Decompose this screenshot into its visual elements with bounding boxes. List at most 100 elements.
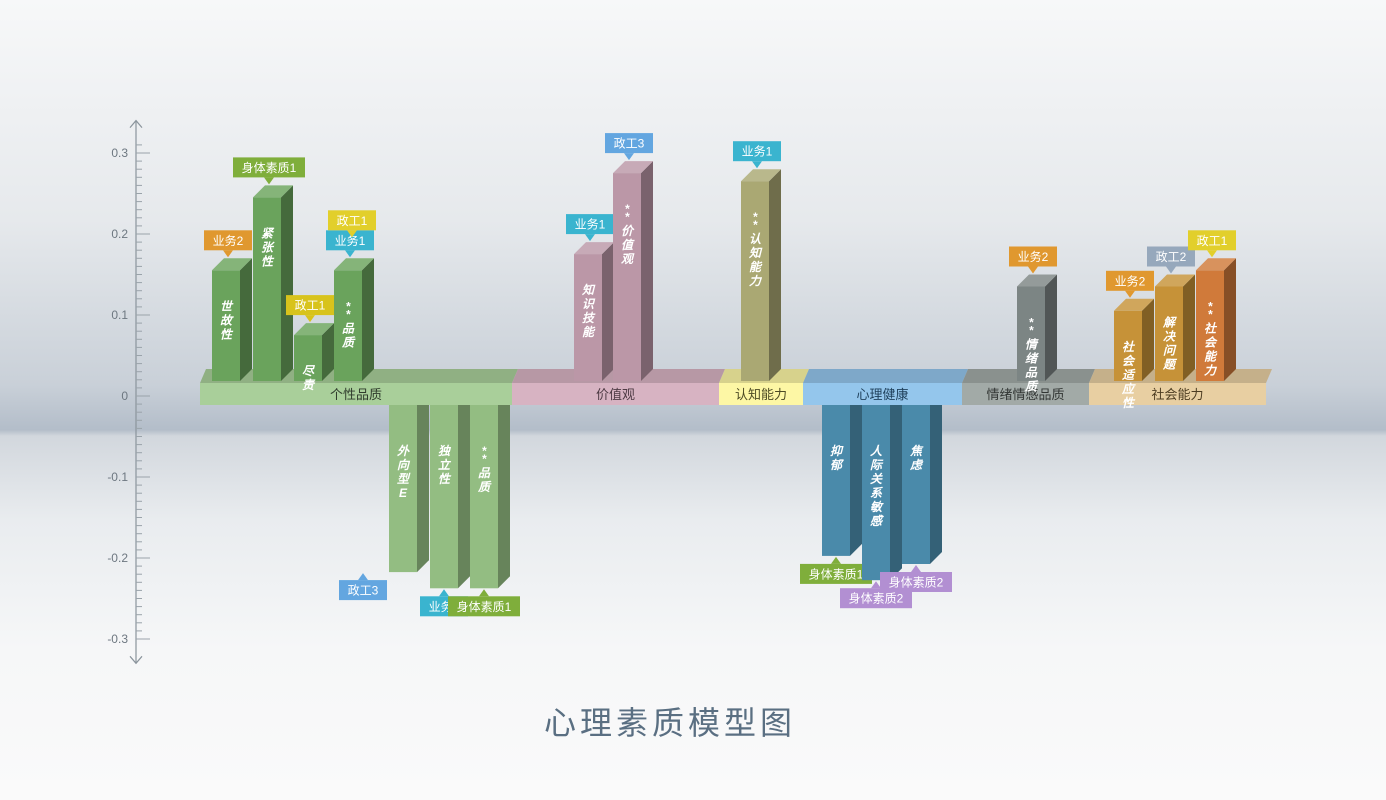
tag-pointer: [871, 581, 881, 589]
tag-pointer: [223, 250, 233, 258]
negative-bar: [902, 405, 942, 564]
y-tick-label: -0.2: [107, 551, 128, 565]
bar-side: [930, 405, 942, 564]
tag-label: 身体素质2: [889, 575, 944, 590]
bar-top: [1114, 298, 1154, 311]
value-tag: 政工1: [328, 210, 376, 238]
negative-bar: [822, 405, 862, 556]
tag-pointer: [911, 565, 921, 572]
bar: [1114, 298, 1154, 381]
tag-box: [733, 141, 781, 162]
tag-box: [326, 230, 374, 251]
bar: [334, 258, 374, 381]
tag-box: [448, 596, 520, 617]
bar-side: [1183, 274, 1195, 381]
category-base-front: [200, 383, 512, 405]
bar-label: **品质: [477, 444, 492, 494]
bar-side: [1045, 274, 1057, 381]
negative-bar: [862, 405, 902, 581]
tag-box: [1106, 270, 1154, 291]
tag-label: 业务1: [742, 144, 773, 159]
bar-top: [1017, 274, 1057, 287]
bar-front: [334, 270, 362, 381]
tag-pointer: [1207, 250, 1217, 258]
tag-pointer: [479, 589, 489, 597]
bar-label: **情绪品质: [1024, 316, 1039, 394]
bar-side: [322, 323, 334, 381]
tag-label: 政工2: [1156, 250, 1187, 264]
bar-front: [470, 405, 498, 589]
category-base-top: [803, 369, 968, 383]
tag-box: [339, 580, 387, 601]
bar-front: [212, 270, 240, 381]
bar: [1196, 258, 1236, 381]
bar-front: [294, 335, 322, 381]
bar-side: [281, 185, 293, 381]
bar-side: [850, 405, 862, 556]
tag-box: [566, 214, 614, 235]
tag-box: [204, 230, 252, 251]
bar-label: **社会能力: [1204, 299, 1218, 377]
value-tag: 政工1: [1188, 230, 1236, 258]
bar-front: [253, 197, 281, 381]
tag-label: 政工3: [348, 584, 379, 598]
y-tick-label: 0.2: [111, 227, 128, 241]
bar-side: [1142, 298, 1154, 381]
bar-label: **品质: [341, 299, 356, 349]
tag-box: [880, 572, 952, 592]
bar: [741, 169, 781, 381]
y-axis-arrow-down: [129, 655, 143, 665]
bar-label: 独立性: [438, 444, 452, 486]
bar-label: 社会适应性: [1121, 340, 1136, 410]
bar-side: [240, 258, 252, 381]
tag-pointer: [358, 573, 368, 581]
bar-label: **价值观: [621, 202, 635, 266]
tag-box: [328, 210, 376, 231]
bar-top: [212, 258, 252, 271]
tag-label: 身体素质1: [242, 160, 297, 175]
bar-side: [498, 405, 510, 589]
bar-label: 解决问题: [1162, 316, 1178, 372]
bar-label: **认知能力: [748, 210, 763, 288]
bar-front: [1155, 286, 1183, 381]
value-tag: 政工3: [605, 133, 653, 161]
bar-top: [1155, 274, 1195, 287]
value-tag: 政工1: [286, 295, 334, 323]
tag-pointer: [439, 589, 449, 597]
category-label: 价值观: [596, 387, 635, 402]
category-label: 认知能力: [735, 387, 787, 402]
bar-side: [769, 169, 781, 381]
tag-box: [286, 295, 334, 316]
value-tag: 身体素质1: [800, 556, 872, 584]
bar-front: [1114, 310, 1142, 381]
tag-pointer: [1166, 266, 1176, 274]
bar-top: [574, 242, 614, 255]
negative-bar: [470, 405, 510, 589]
bar-front: [389, 405, 417, 573]
bar-side: [1224, 258, 1236, 381]
bar: [253, 185, 293, 381]
bar-front: [1196, 270, 1224, 381]
bar-label: 尽责: [302, 364, 316, 392]
tag-label: 政工1: [337, 214, 368, 228]
tag-pointer: [305, 315, 315, 323]
bar-top: [613, 161, 653, 174]
tag-pointer: [624, 153, 634, 161]
bar: [574, 242, 614, 381]
tag-pointer: [264, 177, 274, 185]
y-axis-arrow-up: [129, 119, 143, 128]
bar-front: [574, 254, 602, 381]
value-tag: 政工2: [1147, 246, 1195, 274]
negative-bar: [430, 405, 470, 589]
bar-side: [417, 405, 429, 573]
bar-top: [741, 169, 781, 182]
bar-top: [1196, 258, 1236, 271]
y-tick-label: 0: [121, 389, 128, 403]
tag-label: 政工1: [1197, 234, 1228, 248]
bar: [1017, 274, 1057, 381]
category-base-front: [719, 383, 803, 405]
category-label: 社会能力: [1151, 387, 1203, 402]
tag-label: 业务1: [335, 233, 366, 248]
